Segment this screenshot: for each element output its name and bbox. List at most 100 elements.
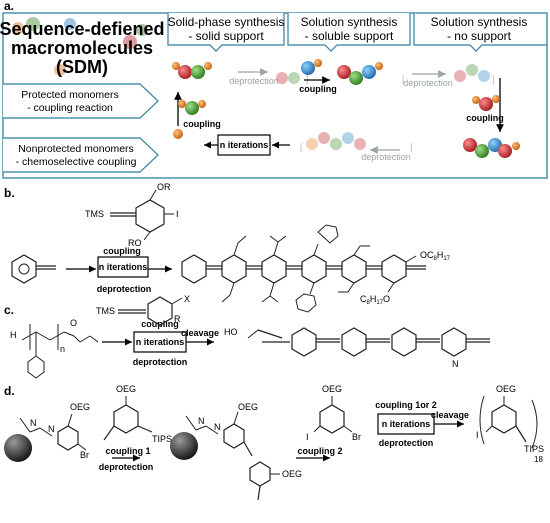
header-nosupport-line2: - no support <box>447 29 512 43</box>
label-oeg-5: OEG <box>322 384 342 394</box>
label-n2-d: N <box>48 424 55 434</box>
label-tips-1: TIPS <box>152 434 172 444</box>
label-coupling-mid: coupling <box>299 84 337 94</box>
header-solid-line2: - solid support <box>188 29 264 43</box>
oligomer-chain-c <box>247 327 490 357</box>
bead-reagent-d <box>4 413 87 462</box>
label-tms-b: TMS <box>85 209 104 219</box>
label-coupling-right: coupling <box>466 113 504 123</box>
label-coupling-c: coupling <box>141 319 179 329</box>
label-br-1: Br <box>80 450 89 460</box>
side-tab-protected-line2: - coupling reaction <box>27 102 113 114</box>
sdm-decorative-spheres <box>12 17 148 76</box>
header-soluble-line2: - soluble support <box>305 29 394 43</box>
panel-d-letter: d. <box>4 384 15 398</box>
panel-b-letter: b. <box>4 186 15 200</box>
sdm-title-line3: (SDM) <box>56 57 108 77</box>
monomer-chain-middle <box>337 62 383 85</box>
label-coupling-1or2: coupling 1or 2 <box>375 400 437 410</box>
label-n-iterations-b: n iterations <box>99 262 148 272</box>
side-tab-nonprotected-line1: Nonprotected monomers <box>18 143 134 155</box>
header-soluble-line1: Solution synthesis <box>301 15 398 29</box>
label-deprotection-3: deprotection <box>361 152 411 162</box>
header-nosupport-line1: Solution synthesis <box>431 15 528 29</box>
header-box-solid <box>167 13 285 52</box>
monomer-chain-faded-2 <box>454 64 490 82</box>
label-r-c: R <box>174 314 181 324</box>
header-box-nosupport <box>413 13 547 52</box>
label-iodo-d1: I <box>306 432 309 442</box>
monomer-green-single <box>178 100 206 115</box>
label-n-iterations-a: n iterations <box>220 140 269 150</box>
monomer-blue-single <box>301 59 322 75</box>
label-deprotection-2: deprotection <box>403 78 453 88</box>
monomer-chain-bottom-right <box>463 138 520 158</box>
monomer-chain-faded-3 <box>306 132 366 150</box>
side-tab-protected <box>3 83 159 119</box>
label-or-top: OR <box>157 182 171 192</box>
label-coupling2: coupling 2 <box>298 446 343 456</box>
monomer-reagent-c <box>118 296 183 326</box>
label-n1-d: N <box>30 418 37 428</box>
label-n4-d: N <box>214 422 221 432</box>
monomer-reagent-b <box>110 189 174 241</box>
label-cleavage-d: cleavage <box>431 410 469 420</box>
bracket-2: [ <box>402 74 405 84</box>
bracket-5: [ <box>300 142 303 152</box>
label-oc8h17: OC8H17 <box>420 250 451 262</box>
label-iodo-b: I <box>176 209 179 219</box>
header-box-soluble <box>287 13 411 52</box>
monomer-orange-single <box>173 129 183 139</box>
label-ro: RO <box>128 238 142 248</box>
label-deprotection-d2: deprotection <box>379 438 434 448</box>
label-coupling-b: coupling <box>103 246 141 256</box>
label-h-c: H <box>10 330 17 340</box>
bead-product-d <box>170 411 280 501</box>
label-n-c: n <box>60 344 65 354</box>
monomer-reagent-d1 <box>103 396 153 441</box>
label-cleavage-c: cleavage <box>181 328 219 338</box>
label-oeg-2: OEG <box>116 384 136 394</box>
label-o-c: O <box>70 318 77 328</box>
label-n3-d: N <box>198 416 205 426</box>
monomer-chain-faded-1 <box>276 72 300 84</box>
bracket-3: ] <box>492 74 495 84</box>
label-deprotection-b: deprotection <box>97 284 152 294</box>
side-tab-nonprotected <box>3 137 159 173</box>
label-ho-c: HO <box>224 327 238 337</box>
label-oeg-1: OEG <box>70 402 90 412</box>
label-tms-c: TMS <box>96 306 115 316</box>
label-c8h17o: C8H17O <box>360 294 390 306</box>
label-coupling-left: coupling <box>183 119 221 129</box>
panel-c-letter: c. <box>4 303 14 317</box>
phenylacetylene-b <box>11 254 56 284</box>
label-coupling1: coupling 1 <box>106 446 151 456</box>
polymer-support-c <box>21 324 99 379</box>
header-solid-line1: Solid-phase synthesis <box>168 15 285 29</box>
label-iodo-d2: I <box>476 430 479 440</box>
label-deprotection-d: deprotection <box>99 462 154 472</box>
oligomer-chain-b <box>181 224 426 313</box>
sdm-title-line2: macromolecules <box>11 38 153 58</box>
label-oeg-4: OEG <box>282 469 302 479</box>
label-n-iterations-d: n iterations <box>382 419 431 429</box>
side-tab-protected-line1: Protected monomers <box>21 89 118 101</box>
label-nitrogen-c: N <box>452 359 459 369</box>
label-deprotection-1: deprotection <box>229 76 279 86</box>
label-x-c: X <box>184 294 190 304</box>
bracket-4: ] <box>410 142 413 152</box>
bracket-1: ] <box>306 74 309 84</box>
label-tips-2: TIPS <box>524 444 544 454</box>
monomer-red-single <box>472 95 500 111</box>
label-oeg-6: OEG <box>496 384 516 394</box>
label-n-iterations-c: n iterations <box>136 337 185 347</box>
side-tab-nonprotected-line2: - chemoselective coupling <box>16 156 137 168</box>
label-br-2: Br <box>352 432 361 442</box>
label-oeg-3: OEG <box>238 402 258 412</box>
label-subscript-18: 18 <box>534 455 543 464</box>
n-iterations-box-b <box>97 256 149 278</box>
final-product-d <box>479 395 538 449</box>
sdm-title-line1: Sequence-defiened <box>0 19 165 39</box>
panel-a-letter: a. <box>4 0 14 13</box>
